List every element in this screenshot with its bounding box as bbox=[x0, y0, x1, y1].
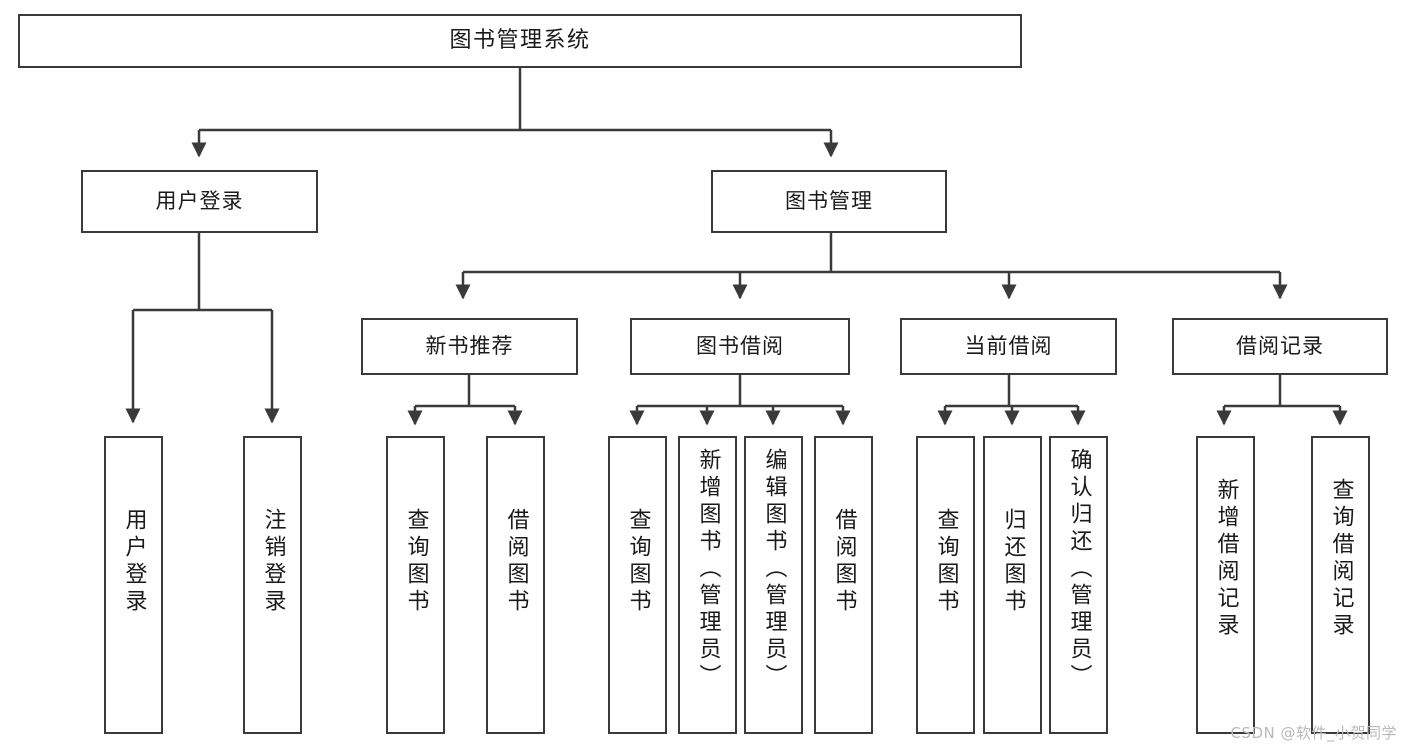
leaf-confirm-return[interactable]: 确认归还（管理员） bbox=[1049, 436, 1108, 734]
node-label: 查询借阅记录 bbox=[1328, 478, 1354, 640]
node-root-system[interactable]: 图书管理系统 bbox=[18, 14, 1022, 68]
node-label: 新书推荐 bbox=[425, 334, 514, 359]
leaf-edit-book[interactable]: 编辑图书（管理员） bbox=[744, 436, 803, 734]
node-label: 用户登录 bbox=[155, 189, 244, 214]
node-label: 借阅图书 bbox=[503, 508, 529, 616]
leaf-query-book-borrow[interactable]: 查询图书 bbox=[608, 436, 667, 734]
leaf-logout-login[interactable]: 注销登录 bbox=[243, 436, 302, 734]
node-label: 新增图书（管理员） bbox=[695, 448, 721, 691]
node-book-borrow[interactable]: 图书借阅 bbox=[630, 318, 850, 375]
node-label: 当前借阅 bbox=[964, 334, 1053, 359]
node-borrow-record[interactable]: 借阅记录 bbox=[1172, 318, 1388, 375]
node-label: 图书借阅 bbox=[696, 334, 784, 359]
node-current-borrow[interactable]: 当前借阅 bbox=[900, 318, 1117, 375]
node-label: 借阅图书 bbox=[831, 508, 857, 616]
node-label: 新增借阅记录 bbox=[1213, 478, 1239, 640]
node-label: 查询图书 bbox=[933, 508, 959, 616]
node-label: 用户登录 bbox=[121, 508, 147, 616]
leaf-query-borrow-record[interactable]: 查询借阅记录 bbox=[1311, 436, 1370, 734]
leaf-query-book-recommend[interactable]: 查询图书 bbox=[386, 436, 445, 734]
leaf-query-book-current[interactable]: 查询图书 bbox=[916, 436, 975, 734]
node-label: 注销登录 bbox=[260, 508, 286, 616]
node-label: 借阅记录 bbox=[1236, 334, 1324, 359]
node-book-manage[interactable]: 图书管理 bbox=[711, 170, 947, 233]
node-label: 归还图书 bbox=[1000, 508, 1026, 616]
csdn-watermark: CSDN @软件_小贺同学 bbox=[1230, 724, 1397, 742]
leaf-borrow-book[interactable]: 借阅图书 bbox=[814, 436, 873, 734]
node-label: 图书管理系统 bbox=[449, 28, 591, 54]
node-label: 图书管理 bbox=[785, 189, 873, 214]
node-label: 确认归还（管理员） bbox=[1066, 448, 1092, 691]
leaf-add-book[interactable]: 新增图书（管理员） bbox=[678, 436, 737, 734]
leaf-borrow-book-recommend[interactable]: 借阅图书 bbox=[486, 436, 545, 734]
leaf-add-borrow-record[interactable]: 新增借阅记录 bbox=[1196, 436, 1255, 734]
node-label: 编辑图书（管理员） bbox=[761, 448, 787, 691]
leaf-return-book[interactable]: 归还图书 bbox=[983, 436, 1042, 734]
node-user-login[interactable]: 用户登录 bbox=[81, 170, 318, 233]
leaf-user-login[interactable]: 用户登录 bbox=[104, 436, 163, 734]
node-label: 查询图书 bbox=[625, 508, 651, 616]
node-new-book-recommend[interactable]: 新书推荐 bbox=[361, 318, 578, 375]
node-label: 查询图书 bbox=[403, 508, 429, 616]
